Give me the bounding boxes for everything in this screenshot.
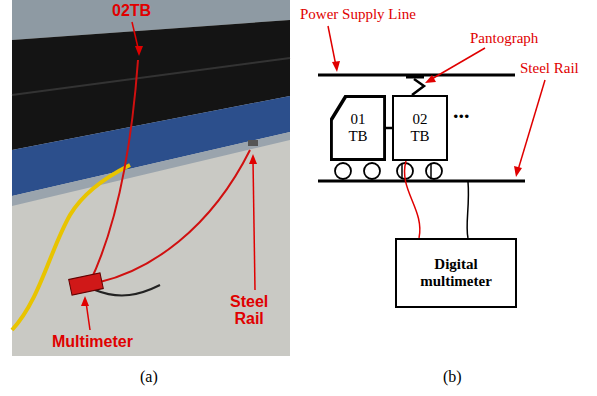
part-label: Power Supply Line	[300, 6, 416, 23]
photo-ground	[12, 0, 290, 356]
part-label: Steel Rail	[520, 60, 579, 77]
wheel-axle	[430, 163, 432, 179]
train-car: 02 TB	[392, 95, 448, 161]
leader-line	[86, 302, 90, 330]
blue-wall	[12, 96, 290, 196]
multimeter-device	[69, 273, 104, 295]
train-car: 01 TB	[330, 95, 386, 161]
part-label: 02TB	[112, 3, 151, 20]
node-text: 02 TB	[410, 111, 429, 146]
floor-edge	[12, 132, 290, 206]
multimeter-box: Digital multimeter	[395, 238, 517, 308]
leader-line	[518, 80, 545, 170]
part-label: Pantograph	[470, 30, 538, 47]
wheel-axle	[401, 163, 403, 179]
wheel	[426, 163, 442, 179]
leader-head	[332, 61, 340, 72]
yellow-cable	[12, 165, 130, 330]
probe-wire	[405, 161, 420, 238]
pantograph-arm	[412, 79, 424, 95]
leader-head	[514, 166, 522, 177]
part-label: Steel Rail	[230, 294, 268, 328]
wheel	[335, 163, 351, 179]
leader-head	[135, 46, 143, 56]
leader-head	[81, 296, 89, 306]
rail-clip	[248, 140, 258, 146]
node-text: Digital multimeter	[397, 256, 515, 291]
node-text: 01 TB	[348, 111, 367, 146]
leader-head	[249, 154, 257, 164]
car-outline	[331, 96, 385, 159]
leader-line	[253, 160, 255, 290]
part-label: Multimeter	[52, 334, 133, 351]
power-supply-line	[318, 74, 515, 77]
leader-line	[430, 48, 485, 80]
continuation-mark: ...	[453, 98, 470, 124]
pantograph-head	[406, 76, 424, 79]
red-probe-wire	[90, 60, 138, 282]
wheel	[364, 163, 380, 179]
leader-line	[328, 26, 336, 66]
black-probe-wire	[95, 285, 160, 295]
black-probe-wire	[467, 182, 468, 238]
beam-groove	[12, 58, 290, 95]
steel-rail	[318, 180, 525, 183]
red-probe-wire	[100, 150, 250, 282]
subfigure-caption: (b)	[443, 368, 462, 386]
subfigure-caption: (a)	[140, 368, 158, 386]
leader-head	[425, 75, 436, 83]
